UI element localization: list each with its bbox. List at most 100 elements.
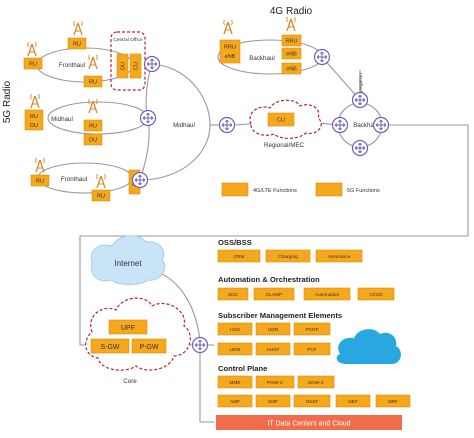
mme-box	[217, 375, 253, 389]
midhaul-label: Midhaul	[51, 116, 73, 123]
title-4g-radio: 4G Radio	[270, 6, 313, 17]
du-box	[116, 53, 129, 79]
ru-box	[83, 119, 103, 132]
pgw-c-box	[255, 375, 295, 389]
enb-label: eNB	[286, 67, 297, 73]
cu-box	[129, 53, 142, 79]
router-icon	[351, 91, 369, 109]
rru-label: RRU	[224, 45, 236, 51]
it-data-centers-label: IT Data Centers and Cloud	[267, 421, 350, 428]
du-box	[83, 133, 103, 146]
amf-box	[217, 394, 253, 408]
cu-label: CU	[134, 62, 140, 70]
cu-box	[267, 112, 295, 127]
ru-label: RU	[89, 80, 97, 86]
clamp-box	[253, 287, 295, 301]
amf-label: AMF	[230, 399, 240, 405]
ru-label: RU	[97, 194, 105, 200]
tower-icon	[286, 16, 296, 32]
ru-label: RU	[30, 114, 38, 120]
nrf-label: NRF	[388, 399, 398, 405]
nssf-label: NSSF	[306, 399, 319, 405]
du-label: DU	[89, 138, 97, 144]
ausf-box	[255, 342, 291, 356]
du-label: DU	[30, 123, 38, 129]
router-icon	[313, 48, 331, 66]
it-cloud-icon	[336, 329, 401, 364]
rru-box	[281, 34, 302, 47]
internet-cloud	[90, 235, 166, 285]
sgw-box	[90, 338, 130, 354]
sdc-box	[217, 287, 249, 301]
ru-label: RU	[89, 124, 97, 130]
cicd-label: CI/CD	[369, 292, 383, 298]
router-icon	[218, 116, 236, 134]
internet-label: Internet	[114, 259, 142, 268]
mme-label: MME	[229, 380, 240, 386]
tower-icon	[223, 19, 233, 35]
ru-box	[23, 57, 43, 70]
tower-icon	[30, 93, 40, 109]
pcrf-box	[293, 322, 331, 336]
fronthaul-label: Fronthaul	[61, 176, 87, 183]
rru-label: RRU	[286, 39, 298, 45]
udr-label: UDR	[268, 327, 279, 333]
hss-label: HSS	[230, 327, 240, 333]
ru-box	[83, 75, 103, 88]
core-label: Core	[123, 378, 137, 385]
legend-lte-swatch	[221, 182, 249, 197]
automation-box	[303, 287, 351, 301]
legend-5g-label: 5G Functions	[347, 188, 380, 194]
ru-label: RU	[36, 179, 44, 185]
router-icon	[143, 55, 161, 73]
nef-box	[335, 394, 371, 408]
pgw-box	[131, 338, 167, 354]
crm-box	[217, 249, 261, 263]
charging-label: Charging	[278, 254, 298, 260]
upf-label: UPF	[121, 325, 135, 332]
pcrf-label: PCRF	[305, 327, 318, 333]
router-icon	[139, 109, 157, 127]
router-icon	[191, 336, 209, 354]
sdc-label: SDC	[228, 292, 239, 298]
legend: 4G/LTE Functions 5G Functions	[221, 182, 380, 197]
tower-icon	[73, 20, 83, 36]
legend-lte-label: 4G/LTE Functions	[253, 188, 297, 194]
router-icon	[131, 171, 149, 189]
router-icon	[351, 139, 369, 157]
ru-label: RU	[29, 62, 37, 68]
backhaul-label: Backhaul	[353, 122, 378, 129]
assurance-box	[315, 249, 363, 263]
enb-label: eNB	[286, 52, 297, 58]
midhaul-label: Midhaul	[173, 122, 195, 129]
sgw-c-label: SGW-C	[308, 380, 325, 386]
upf-box	[108, 319, 148, 335]
smf-label: SMF	[268, 399, 278, 405]
nssf-box	[293, 394, 331, 408]
central-office-boundary: Central Office	[110, 31, 146, 91]
regional-mec-label: Regional/MEC	[264, 142, 304, 149]
tower-icon	[88, 98, 98, 114]
ru-du-box	[24, 109, 44, 131]
clamp-label: CLAMP	[266, 292, 283, 298]
router-icon	[331, 116, 349, 134]
backhaul-label: Backhaul	[249, 55, 274, 62]
crm-label: CRM	[234, 254, 245, 260]
fronthaul-label: Fronthaul	[59, 62, 85, 69]
sgw-c-box	[297, 375, 335, 389]
pgw-c-label: PGW-C	[267, 380, 284, 386]
enb-label: eNB	[225, 54, 236, 60]
oss-bss-title: OSS/BSS	[218, 238, 252, 247]
tower-icon	[35, 157, 45, 173]
central-office-label: Central Office	[113, 37, 143, 43]
pgw-label: P-GW	[139, 344, 158, 351]
du-label: DU	[121, 62, 127, 70]
legend-5g-swatch	[315, 182, 343, 197]
tower-icon	[88, 54, 98, 70]
charging-box	[265, 249, 311, 263]
ru-box	[91, 189, 111, 202]
router-icon	[372, 116, 390, 134]
smf-box	[255, 394, 291, 408]
assurance-label: Assurance	[328, 254, 351, 260]
